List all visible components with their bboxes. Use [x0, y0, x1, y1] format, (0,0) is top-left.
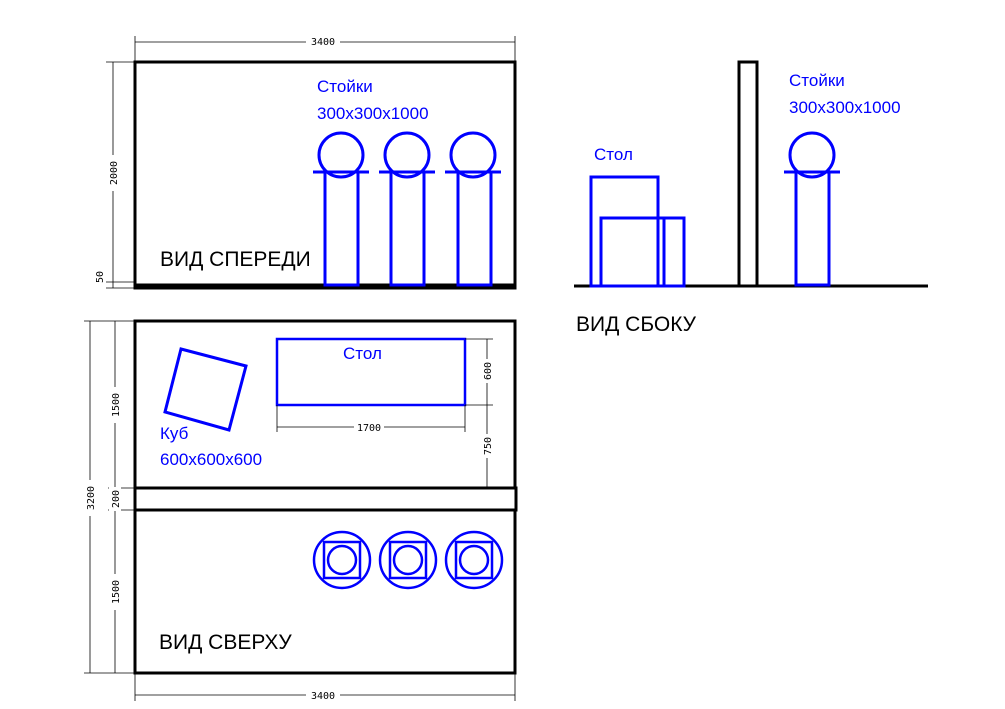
top-stand-1	[312, 530, 372, 590]
top-width-label: 3400	[311, 691, 335, 702]
table-depth-label: 600	[483, 362, 494, 380]
top-view-title: ВИД СВЕРХУ	[159, 631, 292, 654]
side-table-label: Стол	[594, 145, 633, 164]
top-middle-label: 200	[111, 490, 122, 508]
front-stands-size: 300x300x1000	[317, 104, 429, 123]
table-depth-dimension: 600 750	[465, 338, 494, 488]
top-inner-height-dimension: 1500 200 1500	[108, 321, 135, 673]
top-cube	[163, 347, 248, 432]
top-table	[275, 337, 467, 407]
top-view-middle-strip	[133, 486, 518, 512]
side-table	[589, 175, 686, 288]
top-total-label: 3200	[86, 486, 97, 510]
side-stand	[784, 131, 840, 287]
front-stands-title: Стойки	[317, 77, 373, 96]
front-stand-1	[313, 131, 369, 287]
top-table-label: Стол	[343, 344, 382, 363]
front-stand-2	[379, 131, 435, 287]
side-view: Стол Стойки 300x300x1000 ВИД СБОКУ	[574, 60, 928, 336]
top-outer-height-dimension: 3200	[84, 320, 135, 674]
top-stand-2	[378, 530, 438, 590]
top-upper-label: 1500	[111, 393, 122, 417]
top-width-dimension: 3400	[134, 673, 516, 702]
front-view-frame	[133, 60, 517, 290]
front-view: 3400 2000 50 Стойки 300x	[95, 35, 517, 290]
side-view-wall	[737, 60, 759, 288]
front-height-label: 2000	[109, 161, 120, 185]
front-view-title: ВИД СПЕРЕДИ	[160, 248, 311, 271]
front-width-label: 3400	[311, 37, 335, 48]
table-length-dimension: 1700	[276, 405, 466, 434]
front-base-label: 50	[95, 271, 106, 283]
front-width-dimension: 3400	[134, 35, 516, 62]
top-stand-3	[444, 530, 504, 590]
front-height-dimension: 2000 50	[95, 61, 135, 289]
side-stands-title: Стойки	[789, 71, 845, 90]
top-cube-size: 600x600x600	[160, 450, 262, 469]
top-cube-title: Куб	[160, 424, 189, 443]
side-view-title: ВИД СБОКУ	[576, 313, 697, 336]
table-length-label: 1700	[357, 423, 381, 434]
top-view: 3200 1500 200 1500 3400 Куб 600x600x600 …	[84, 319, 518, 702]
top-lower-label: 1500	[111, 580, 122, 604]
table-offset-label: 750	[483, 437, 494, 455]
top-view-lower-zone	[133, 508, 517, 675]
side-stands-size: 300x300x1000	[789, 98, 901, 117]
front-stand-3	[445, 131, 501, 287]
